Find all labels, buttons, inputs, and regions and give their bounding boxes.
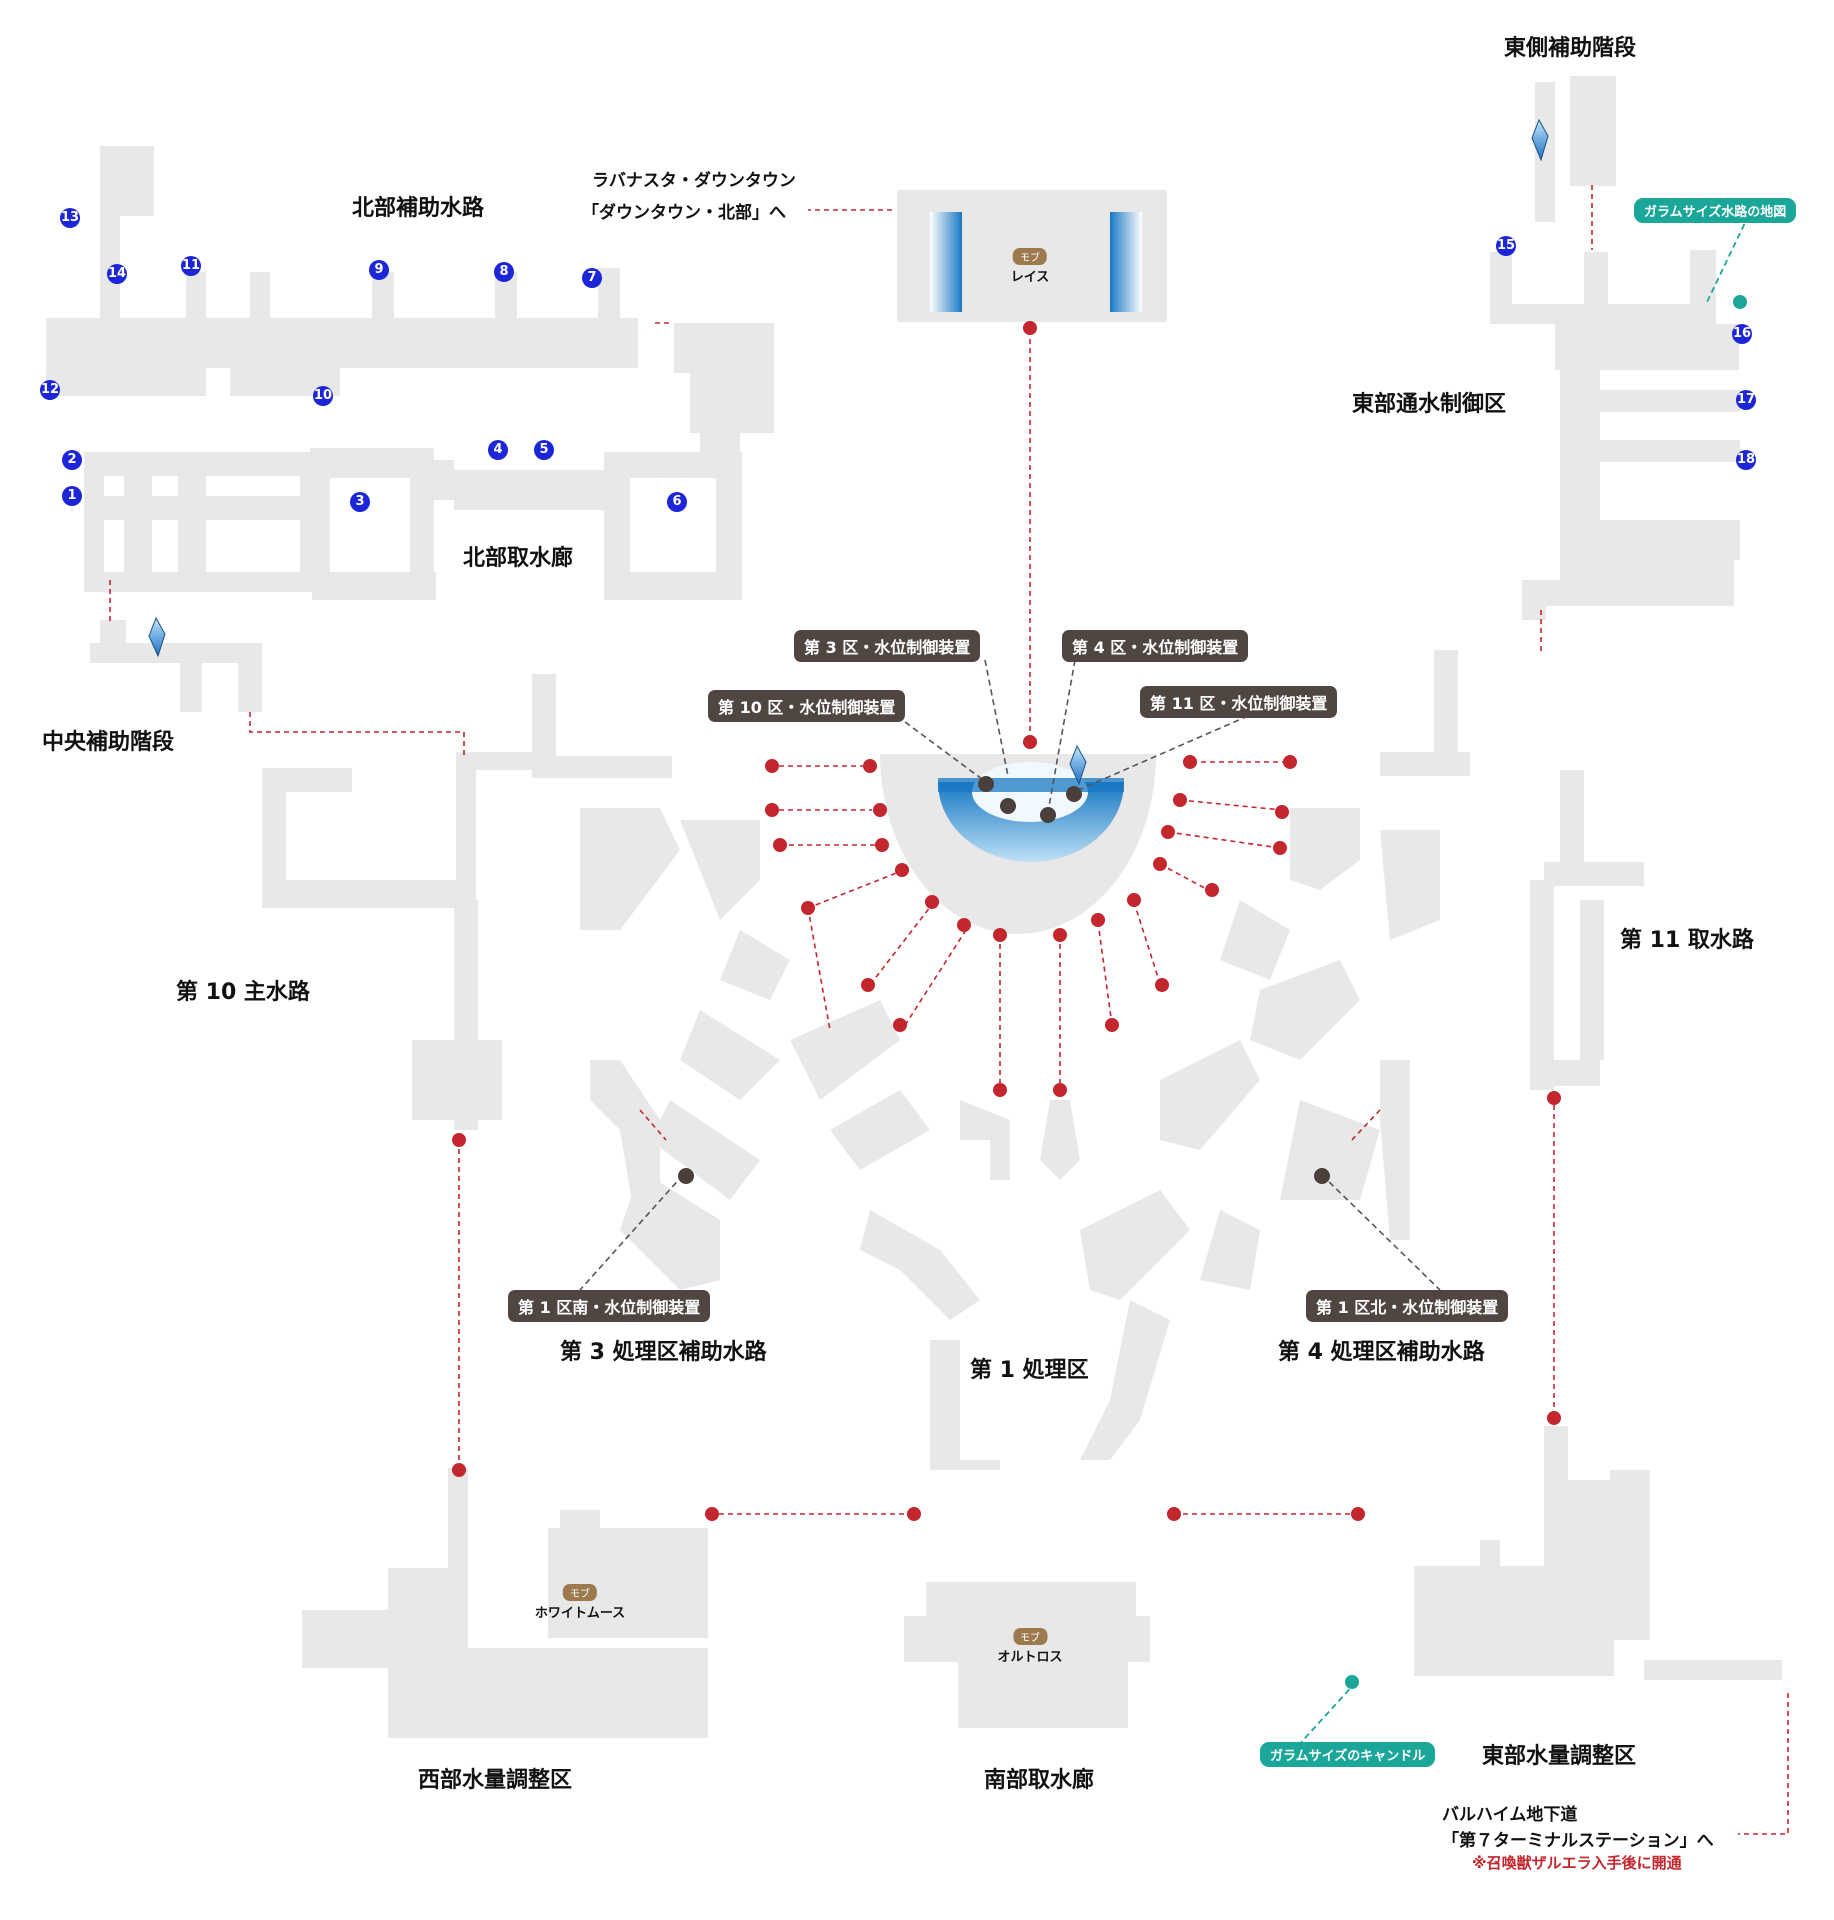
marker-5[interactable]: 5 <box>534 440 554 460</box>
item-callout-map[interactable]: ガラムサイズ水路の地図 <box>1634 198 1797 223</box>
marker-8[interactable]: 8 <box>494 262 514 282</box>
item-lines <box>1295 224 1745 1749</box>
marker-17[interactable]: 17 <box>1736 390 1756 410</box>
marker-3[interactable]: 3 <box>350 492 370 512</box>
area-label-block1: 第 1 処理区 <box>970 1358 1089 1383</box>
marker-13[interactable]: 13 <box>60 208 80 228</box>
central-stairs-rooms <box>90 620 262 712</box>
mob-name: オルトロス <box>997 1650 1063 1665</box>
area-label-sub3: 第 3 処理区補助水路 <box>560 1340 767 1365</box>
block1-east-branches <box>1040 650 1644 1460</box>
marker-16[interactable]: 16 <box>1732 324 1752 344</box>
device-markers <box>678 776 1330 1184</box>
marker-2[interactable]: 2 <box>62 450 82 470</box>
marker-10[interactable]: 10 <box>313 386 333 406</box>
door-markers <box>452 321 1561 1521</box>
area-label-sub4: 第 4 処理区補助水路 <box>1278 1340 1485 1365</box>
area-label-west-volume: 西部水量調整区 <box>418 1768 573 1793</box>
mob-tag: モブ <box>562 1584 597 1601</box>
device-callout-4[interactable]: 第 4 区・水位制御装置 <box>1062 630 1249 662</box>
save-crystal-icon <box>148 118 1549 786</box>
area-label-central-stairs: 中央補助階段 <box>42 730 175 755</box>
east-control-rooms <box>1490 76 1740 620</box>
marker-15[interactable]: 15 <box>1496 236 1516 256</box>
marker-6[interactable]: 6 <box>667 492 687 512</box>
device-callout-3[interactable]: 第 3 区・水位制御装置 <box>794 630 981 662</box>
device-callout-1-south[interactable]: 第 1 区南・水位制御装置 <box>508 1290 711 1322</box>
device-lines <box>579 659 1441 1291</box>
central-pool <box>880 754 1156 934</box>
area-label-east-volume: 東部水量調整区 <box>1482 1744 1637 1769</box>
intake11-rooms <box>1530 880 1604 1090</box>
area-label-north-intake: 北部取水廊 <box>463 546 574 571</box>
area-label-east-control: 東部通水制御区 <box>1352 392 1507 417</box>
area-label-east-stairs: 東側補助階段 <box>1504 36 1637 61</box>
north-intake-rooms <box>84 420 742 600</box>
marker-12[interactable]: 12 <box>40 380 60 400</box>
area-label-south-intake: 南部取水廊 <box>984 1768 1095 1793</box>
mob-name: レイス <box>1010 270 1050 285</box>
mob-wraith[interactable]: モブ レイス <box>1010 248 1050 285</box>
south-rooms <box>302 1426 1782 1738</box>
device-callout-1-north[interactable]: 第 1 区北・水位制御装置 <box>1306 1290 1509 1322</box>
area-label-north-sub-waterway: 北部補助水路 <box>352 196 485 221</box>
south-exit-link[interactable]: 「第７ターミナルステーション」へ <box>1442 1831 1714 1851</box>
marker-11[interactable]: 11 <box>181 256 201 276</box>
area-label-main10: 第 10 主水路 <box>176 980 310 1005</box>
routes <box>109 185 1789 1835</box>
block1-west-branches <box>532 674 1010 1470</box>
mob-tag: モブ <box>1013 248 1047 265</box>
marker-1[interactable]: 1 <box>62 486 82 506</box>
marker-9[interactable]: 9 <box>369 260 389 280</box>
south-exit-note: ※召喚獣ザルエラ入手後に開通 <box>1472 1854 1682 1872</box>
marker-4[interactable]: 4 <box>488 440 508 460</box>
marker-7[interactable]: 7 <box>582 268 602 288</box>
marker-14[interactable]: 14 <box>107 264 127 284</box>
item-markers <box>1345 295 1747 1689</box>
area-label-intake11: 第 11 取水路 <box>1620 928 1754 953</box>
device-callout-10[interactable]: 第 10 区・水位制御装置 <box>708 690 906 722</box>
mob-name: ホワイトムース <box>534 1606 626 1621</box>
north-exit-link[interactable]: 「ダウンタウン・北部」へ <box>582 203 786 223</box>
mob-white-mousse[interactable]: モブ ホワイトムース <box>535 1584 625 1621</box>
mob-tag: モブ <box>1012 1628 1047 1645</box>
item-callout-candle[interactable]: ガラムサイズのキャンドル <box>1260 1742 1436 1767</box>
south-exit-name: バルハイム地下道 <box>1442 1805 1578 1825</box>
north-exit-name: ラバナスタ・ダウンタウン <box>592 171 796 191</box>
marker-18[interactable]: 18 <box>1736 450 1756 470</box>
main10-rooms <box>262 752 546 1130</box>
device-callout-11[interactable]: 第 11 区・水位制御装置 <box>1140 686 1338 718</box>
mob-orthros[interactable]: モブ オルトロス <box>997 1628 1063 1665</box>
